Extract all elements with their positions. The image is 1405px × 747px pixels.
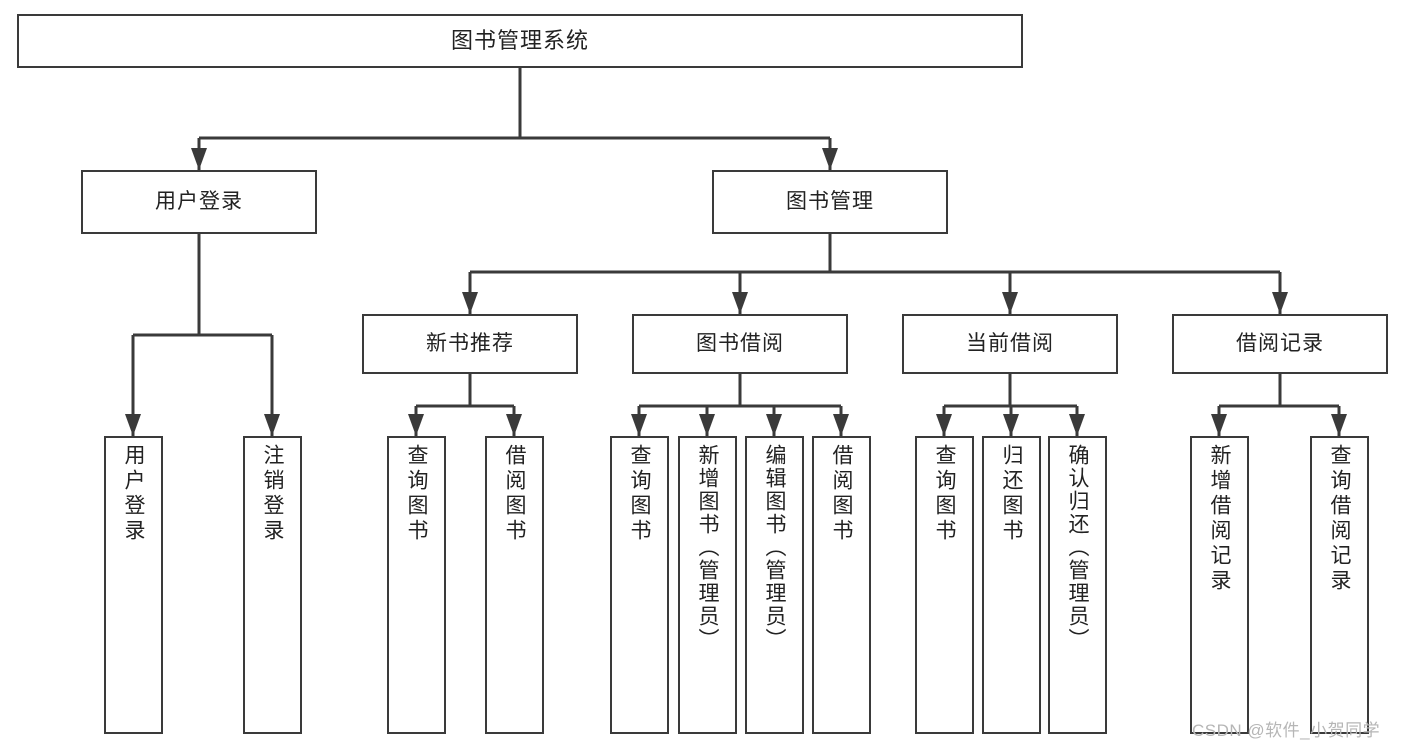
node-leaf-query-book-3[interactable]: 查询图书	[915, 436, 974, 734]
node-label-root: 图书管理系统	[450, 28, 589, 54]
node-leaf-query-record[interactable]: 查询借阅记录	[1310, 436, 1369, 734]
node-borrow-record[interactable]: 借阅记录	[1172, 314, 1388, 374]
arrowhead-currentborrow-to-leaves-1	[1003, 414, 1019, 436]
node-label-user-login: 用户登录	[155, 189, 243, 213]
arrowhead-root-to-level2-1	[822, 148, 838, 170]
node-leaf-borrow-book-1[interactable]: 借阅图书	[485, 436, 544, 734]
node-leaf-edit-book[interactable]: 编辑图书（管理员）	[745, 436, 804, 734]
node-leaf-add-book[interactable]: 新增图书（管理员）	[678, 436, 737, 734]
node-label-leaf-user-login: 用户登录	[122, 444, 145, 544]
node-leaf-add-record[interactable]: 新增借阅记录	[1190, 436, 1249, 734]
node-label-leaf-query-record: 查询借阅记录	[1328, 444, 1351, 594]
node-leaf-borrow-book-2[interactable]: 借阅图书	[812, 436, 871, 734]
arrowhead-newbook-to-leaves-1	[506, 414, 522, 436]
node-label-leaf-return-book: 归还图书	[1000, 444, 1023, 544]
node-label-book-manage: 图书管理	[786, 189, 874, 213]
arrowhead-newbook-to-leaves-0	[408, 414, 424, 436]
node-leaf-confirm-return[interactable]: 确认归还（管理员）	[1048, 436, 1107, 734]
arrowhead-bookmanage-to-level3-3	[1272, 292, 1288, 314]
arrowhead-userlogin-to-leaves-1	[264, 414, 280, 436]
arrowhead-bookmanage-to-level3-1	[732, 292, 748, 314]
arrowhead-bookmanage-to-level3-0	[462, 292, 478, 314]
arrowhead-bookborrow-to-leaves-2	[766, 414, 782, 436]
node-label-leaf-edit-book: 编辑图书（管理员）	[763, 444, 786, 651]
node-book-manage[interactable]: 图书管理	[712, 170, 948, 234]
watermark-text: CSDN @软件_小贺同学	[1192, 721, 1381, 740]
node-label-leaf-add-book: 新增图书（管理员）	[696, 444, 719, 651]
arrowhead-currentborrow-to-leaves-0	[936, 414, 952, 436]
node-root[interactable]: 图书管理系统	[17, 14, 1023, 68]
node-leaf-query-book-1[interactable]: 查询图书	[387, 436, 446, 734]
node-label-new-book-rec: 新书推荐	[426, 331, 514, 355]
node-leaf-return-book[interactable]: 归还图书	[982, 436, 1041, 734]
node-label-leaf-query-book-1: 查询图书	[405, 444, 428, 544]
arrowhead-bookborrow-to-leaves-3	[833, 414, 849, 436]
node-label-leaf-borrow-book-2: 借阅图书	[830, 444, 853, 544]
node-label-leaf-confirm-return: 确认归还（管理员）	[1066, 444, 1089, 651]
node-label-borrow-record: 借阅记录	[1236, 331, 1324, 355]
arrowhead-borrowrecord-to-leaves-1	[1331, 414, 1347, 436]
arrowhead-bookmanage-to-level3-2	[1002, 292, 1018, 314]
arrowhead-bookborrow-to-leaves-0	[631, 414, 647, 436]
arrowhead-bookborrow-to-leaves-1	[699, 414, 715, 436]
node-new-book-rec[interactable]: 新书推荐	[362, 314, 578, 374]
node-current-borrow[interactable]: 当前借阅	[902, 314, 1118, 374]
node-label-book-borrow: 图书借阅	[696, 331, 784, 355]
node-label-leaf-query-book-3: 查询图书	[933, 444, 956, 544]
arrowhead-borrowrecord-to-leaves-0	[1211, 414, 1227, 436]
node-leaf-query-book-2[interactable]: 查询图书	[610, 436, 669, 734]
arrowhead-root-to-level2-0	[191, 148, 207, 170]
node-label-leaf-borrow-book-1: 借阅图书	[503, 444, 526, 544]
node-user-login[interactable]: 用户登录	[81, 170, 317, 234]
arrowhead-currentborrow-to-leaves-2	[1069, 414, 1085, 436]
node-label-current-borrow: 当前借阅	[966, 331, 1054, 355]
arrowhead-userlogin-to-leaves-0	[125, 414, 141, 436]
node-label-leaf-add-record: 新增借阅记录	[1208, 444, 1231, 594]
node-leaf-logout[interactable]: 注销登录	[243, 436, 302, 734]
node-label-leaf-logout: 注销登录	[261, 444, 284, 544]
node-book-borrow[interactable]: 图书借阅	[632, 314, 848, 374]
node-label-leaf-query-book-2: 查询图书	[628, 444, 651, 544]
node-leaf-user-login[interactable]: 用户登录	[104, 436, 163, 734]
